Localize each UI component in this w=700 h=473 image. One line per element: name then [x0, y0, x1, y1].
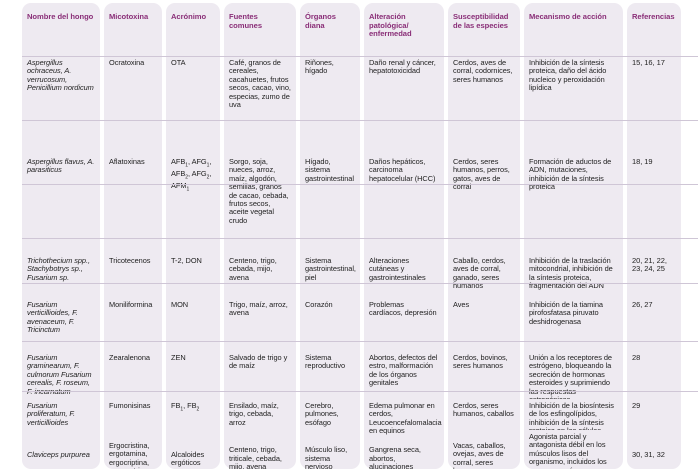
cell-mechanism: Agonista parcial y antagonista débil en … — [529, 432, 607, 469]
row-divider — [22, 341, 698, 342]
row-divider — [22, 238, 698, 239]
row-divider — [22, 391, 698, 392]
cell-alteration: Daño renal y cáncer, hepatotoxicidad — [369, 58, 436, 76]
header-fungus: Nombre del hongo — [27, 12, 94, 21]
cell-alteration: Edema pulmonar en cerdos, Leucoencefalom… — [369, 401, 442, 436]
cell-species: Cerdos, bovinos, seres humanos — [453, 353, 508, 371]
cell-fungus: Fusarium proliferatum, F. verticillioide… — [27, 401, 75, 427]
cell-acronym: Alcaloides ergóticos — [171, 450, 205, 468]
cell-alteration: Daños hepáticos, carcinoma hepatocelular… — [369, 157, 436, 183]
cell-mycotoxin: Ocratoxina — [109, 58, 145, 67]
cell-sources: Trigo, maíz, arroz, avena — [229, 300, 288, 318]
cell-species: Cerdos, seres humanos, perros, gatos, av… — [453, 157, 510, 192]
cell-organs: Riñones, hígado — [305, 58, 334, 76]
cell-mycotoxin: Aflatoxinas — [109, 157, 145, 166]
cell-stack: Ensilado, maíz, trigo, cebada, arroz Cen… — [224, 399, 296, 469]
cell-fungus: Fusarium verticillioides, F. avenaceum, … — [27, 300, 78, 335]
cell-acronym: AFB1, AFG1,AFB2, AFG2,AFM1 — [171, 157, 212, 193]
cell-sources: Centeno, trigo, cebada, mijo, avena — [229, 256, 277, 282]
cell-acronym: OTA — [171, 58, 186, 67]
cell-refs: 29 — [632, 401, 641, 410]
cell-organs: Hígado, sistema gastrointestinal — [305, 157, 354, 183]
cell-mechanism: Inhibición de la tiamina pirofosfatasa p… — [529, 300, 603, 326]
header-species: Susceptibilidad de las especies — [453, 12, 509, 30]
cell-mechanism: Inhibición de la traslación mitocondrial… — [529, 256, 613, 291]
cell-alteration: Problemas cardíacos, depresión — [369, 300, 437, 318]
cell-species: Cerdos, seres humanos, caballos — [453, 401, 514, 419]
cell-mechanism: Inhibición de la biosíntesis de los esfi… — [529, 401, 614, 430]
cell-organs: Músculo liso, sistema nervioso — [305, 445, 348, 469]
cell-refs: 18, 19 — [632, 157, 653, 166]
cell-sources: Sorgo, soja, nueces, arroz, maíz, algodó… — [229, 157, 289, 225]
cell-refs: 20, 21, 22, 23, 24, 25 — [632, 256, 667, 274]
cell-stack: Inhibición de la biosíntesis de los esfi… — [524, 399, 623, 469]
cell-acronym: MON — [171, 300, 189, 309]
header-sources: Fuentes comunes — [229, 12, 262, 30]
cell-sources: Café, granos de cereales, cacahuetes, fr… — [229, 58, 291, 110]
cell-fungus: Aspergillus ochraceus, A. verrucosum, Pe… — [27, 58, 94, 93]
cell-mycotoxin: Ergocristina, ergotamina, ergocriptina, … — [109, 440, 150, 469]
cell-acronym: ZEN — [171, 353, 186, 362]
cell-mechanism: Inhibición de la síntesis proteica, daño… — [529, 58, 607, 93]
cell-mechanism: Formación de aductos de ADN, mutaciones,… — [529, 157, 612, 192]
cell-stack: Fusarium proliferatum, F. verticillioide… — [22, 399, 100, 469]
cell-species: Vacas, caballos, ovejas, aves de corral,… — [453, 440, 506, 469]
cell-sources: Ensilado, maíz, trigo, cebada, arroz — [229, 401, 279, 427]
cell-refs: 26, 27 — [632, 300, 653, 309]
cell-fungus: Trichothecium spp., Stachybotrys sp., Fu… — [27, 256, 90, 282]
cell-stack: Fumonisinas Ergocristina, ergotamina, er… — [104, 399, 162, 469]
cell-stack: Cerebro, pulmones, esófago Músculo liso,… — [300, 399, 360, 469]
cell-alteration: Alteraciones cutáneas y gastrointestinal… — [369, 256, 426, 282]
cell-refs: 28 — [632, 353, 641, 362]
cell-fungus: Aspergillus flavus, A. parasiticus — [27, 157, 95, 175]
cell-organs: Corazón — [305, 300, 333, 309]
cell-mycotoxin: Fumonisinas — [109, 401, 151, 410]
cell-organs: Cerebro, pulmones, esófago — [305, 401, 339, 427]
row-divider — [22, 120, 698, 121]
cell-acronym: FB1, FB2 — [171, 401, 200, 413]
cell-alteration: Abortos, defectos del estro, malformació… — [369, 353, 438, 388]
cell-refs: 30, 31, 32 — [632, 450, 665, 459]
row-divider — [22, 184, 698, 185]
cell-mycotoxin: Zearalenona — [109, 353, 150, 362]
cell-stack: 29 30, 31, 32 — [627, 399, 681, 469]
header-refs: Referencias — [632, 12, 675, 21]
header-alteration: Alteración patológica/ enfermedad — [369, 12, 412, 39]
cell-mycotoxin: Moniliformina — [109, 300, 153, 309]
cell-organs: Sistema gastrointestinal, piel — [305, 256, 356, 282]
cell-fungus: Claviceps purpurea — [27, 450, 90, 459]
cell-mycotoxin: Tricotecenos — [109, 256, 151, 265]
mycotoxin-table: Nombre del hongo Micotoxina Acrónimo Fue… — [22, 3, 698, 469]
cell-stack: Edema pulmonar en cerdos, Leucoencefalom… — [364, 399, 444, 469]
cell-organs: Sistema reproductivo — [305, 353, 346, 371]
header-acronym: Acrónimo — [171, 12, 207, 21]
cell-refs: 15, 16, 17 — [632, 58, 665, 67]
cell-stack: Cerdos, seres humanos, caballos Vacas, c… — [448, 399, 520, 469]
cell-sources: Salvado de trigo y de maíz — [229, 353, 288, 371]
cell-species: Caballo, cerdos, aves de corral, ganado,… — [453, 256, 506, 291]
row-divider — [22, 56, 698, 57]
cell-acronym: T-2, DON — [171, 256, 202, 265]
cell-sources: Centeno, trigo, triticale, cebada, mijo,… — [229, 445, 282, 469]
header-organs: Órganos diana — [305, 12, 336, 30]
cell-species: Aves — [453, 300, 470, 309]
cell-stack: FB1, FB2 Alcaloides ergóticos — [166, 399, 220, 469]
row-divider — [22, 283, 698, 284]
header-mechanism: Mecanismo de acción — [529, 12, 607, 21]
cell-alteration: Gangrena seca, abortos, alucinaciones — [369, 445, 421, 469]
cell-species: Cerdos, aves de corral, codornices, sere… — [453, 58, 513, 84]
header-mycotoxin: Micotoxina — [109, 12, 149, 21]
